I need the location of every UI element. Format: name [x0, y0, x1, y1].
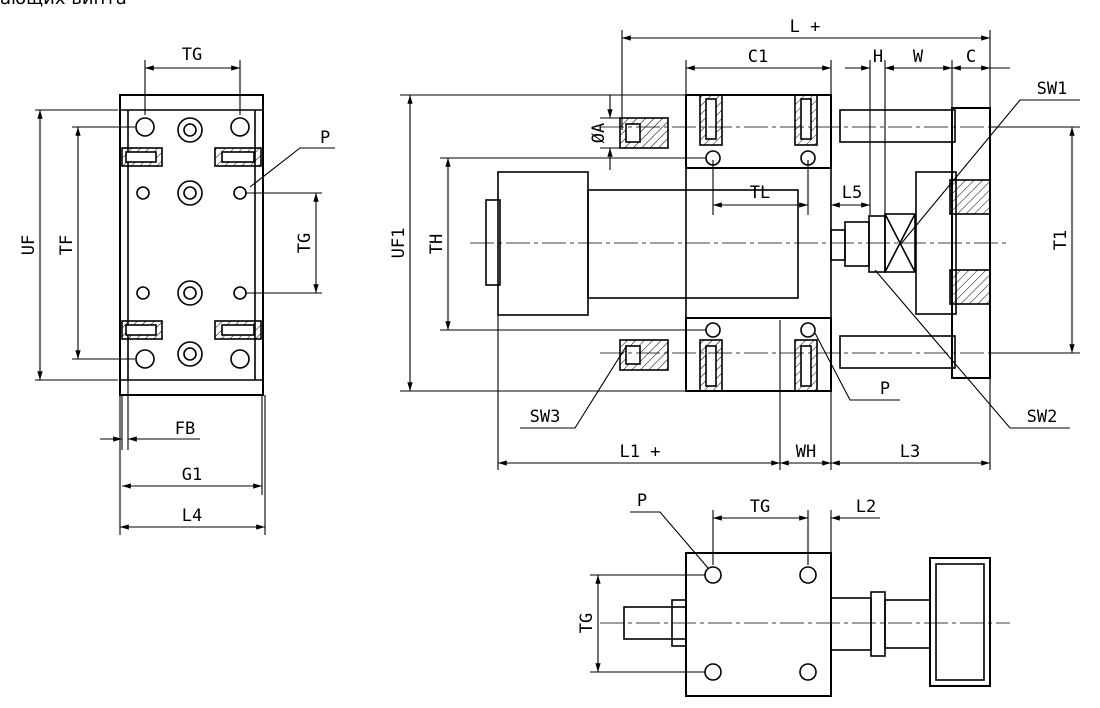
side-view — [470, 94, 1010, 392]
label-p-side: P — [880, 379, 890, 399]
label-l5: L5 — [842, 183, 862, 203]
label-tg-bottom: TG — [750, 497, 770, 517]
label-w: W — [913, 47, 924, 67]
label-l3: L3 — [900, 442, 920, 462]
label-sw1: SW1 — [1037, 79, 1068, 99]
label-p-front: P — [320, 128, 330, 148]
label-l2: L2 — [856, 497, 876, 517]
label-h: H — [873, 47, 883, 67]
caption-text: ающих винта — [0, 0, 127, 9]
label-tf: TF — [57, 235, 77, 255]
label-uf1: UF1 — [389, 228, 409, 259]
label-c1: C1 — [748, 47, 768, 67]
front-view — [119, 94, 264, 396]
label-tg-top: TG — [182, 45, 202, 65]
label-wh: WH — [796, 442, 816, 462]
label-tg-right: TG — [295, 233, 315, 253]
label-uf: UF — [19, 235, 39, 255]
label-g1: G1 — [182, 465, 202, 485]
label-t1: T1 — [1051, 230, 1071, 250]
label-l4: L4 — [182, 506, 202, 526]
label-phi-a: ØA — [589, 123, 609, 143]
label-fb: FB — [175, 419, 195, 439]
label-sw2: SW2 — [1027, 407, 1058, 427]
top-view — [600, 552, 1010, 697]
label-c: C — [966, 47, 976, 67]
label-tl: TL — [750, 183, 770, 203]
label-sw3: SW3 — [530, 407, 561, 427]
label-tg-vertical: TG — [577, 613, 597, 633]
label-l1-plus: L1 + — [620, 442, 661, 462]
label-th: TH — [427, 234, 447, 254]
label-p-top: P — [637, 491, 647, 511]
label-l-plus: L + — [790, 17, 821, 37]
